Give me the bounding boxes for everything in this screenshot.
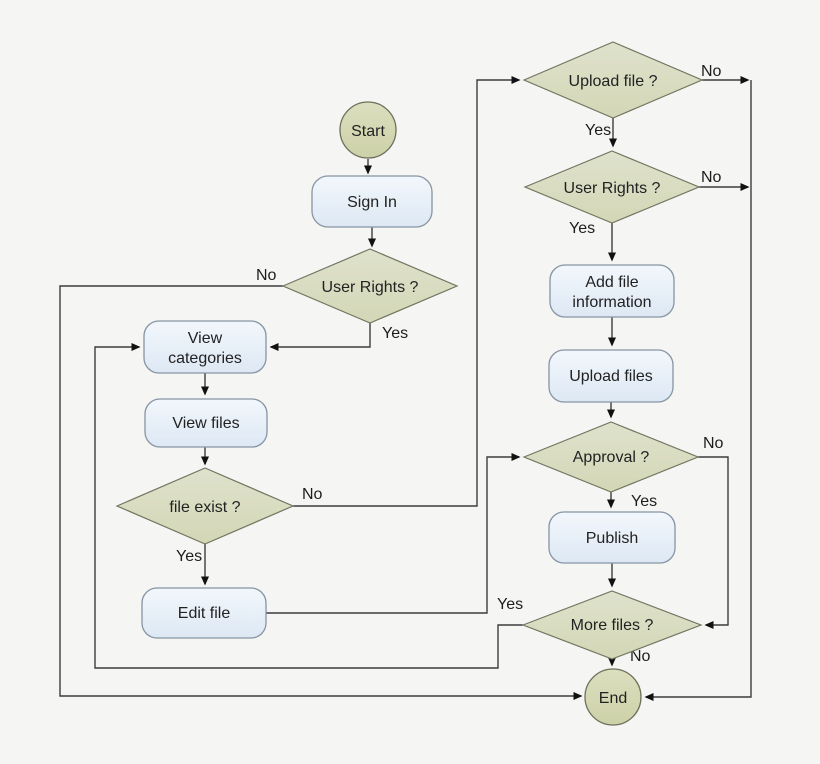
edge-labels: Yes No Yes No Yes No Yes No Yes No Yes N…	[176, 63, 724, 665]
file-exist-decision-shape	[115, 467, 295, 545]
publish-process-shape	[548, 511, 676, 564]
upload-files-process-shape	[548, 349, 674, 403]
edge-file-exist-no-to-upload-file	[293, 76, 521, 507]
node-edit-file-label: Edit file	[178, 605, 231, 622]
edge-more-files-yes-to-view-categories	[94, 343, 523, 669]
edge-label-more-files-yes: Yes	[497, 596, 523, 613]
start-terminator-shape	[339, 101, 397, 159]
edge-label-approval-no: No	[703, 435, 724, 452]
node-sign-in: Sign In	[311, 175, 433, 228]
sign-in-process-shape	[311, 175, 433, 228]
edge-user-rights-1-yes-to-view-categories	[269, 323, 371, 351]
edge-label-user-rights-1-no: No	[256, 267, 277, 284]
node-publish-label: Publish	[586, 530, 638, 547]
edge-label-file-exist-yes: Yes	[176, 548, 202, 565]
edge-user-rights-1-no-to-end	[59, 285, 583, 700]
node-edit-file: Edit file	[141, 587, 267, 639]
node-end: End	[584, 668, 642, 726]
node-file-exist: file exist ?	[115, 467, 295, 545]
node-user-rights-1-label: User Rights ?	[322, 279, 419, 296]
node-file-exist-label: file exist ?	[169, 499, 240, 516]
node-add-file-info-label-line1: Add file	[585, 274, 638, 291]
edge-label-file-exist-no: No	[302, 486, 323, 503]
edit-file-process-shape	[141, 587, 267, 639]
node-view-categories-label-line2: categories	[168, 350, 242, 367]
node-user-rights-1: User Rights ?	[281, 248, 459, 324]
node-end-label: End	[599, 690, 627, 707]
edge-label-user-rights-2-no: No	[701, 169, 722, 186]
node-start: Start	[339, 101, 397, 159]
node-more-files: More files ?	[521, 590, 703, 660]
edge-label-upload-file-no: No	[701, 63, 722, 80]
edge-edit-file-to-approval	[266, 453, 521, 614]
node-add-file-info: Add file information	[549, 264, 675, 318]
nodes: Start Sign In User Rights ? View categor…	[115, 41, 704, 726]
user-rights-2-decision-shape	[523, 150, 701, 224]
upload-file-decision-shape	[522, 41, 704, 119]
node-user-rights-2: User Rights ?	[523, 150, 701, 224]
node-publish: Publish	[548, 511, 676, 564]
node-sign-in-label: Sign In	[347, 194, 397, 211]
node-start-label: Start	[351, 123, 385, 140]
node-view-files: View files	[144, 398, 268, 448]
edge-label-approval-yes: Yes	[631, 493, 657, 510]
node-approval-label: Approval ?	[573, 449, 650, 466]
approval-decision-shape	[522, 421, 700, 493]
more-files-decision-shape	[521, 590, 703, 660]
edge-label-user-rights-1-yes: Yes	[382, 325, 408, 342]
edge-approval-no-to-more-files	[698, 456, 729, 629]
user-rights-1-decision-shape	[281, 248, 459, 324]
node-upload-files-label: Upload files	[569, 368, 653, 385]
node-add-file-info-label-line2: information	[572, 294, 651, 311]
edge-label-upload-file-yes: Yes	[585, 122, 611, 139]
edge-right-rail-to-end	[644, 80, 752, 701]
edges	[59, 76, 752, 701]
add-file-info-process-shape	[549, 264, 675, 318]
node-view-categories: View categories	[143, 320, 267, 374]
view-categories-process-shape	[143, 320, 267, 374]
node-more-files-label: More files ?	[571, 617, 654, 634]
node-view-files-label: View files	[172, 415, 239, 432]
node-view-categories-label-line1: View	[188, 330, 223, 347]
end-terminator-shape	[584, 668, 642, 726]
view-files-process-shape	[144, 398, 268, 448]
node-approval: Approval ?	[522, 421, 700, 493]
node-upload-files: Upload files	[548, 349, 674, 403]
edge-label-user-rights-2-yes: Yes	[569, 220, 595, 237]
edge-label-more-files-no: No	[630, 648, 651, 665]
node-upload-file-label: Upload file ?	[569, 73, 658, 90]
node-upload-file-question: Upload file ?	[522, 41, 704, 119]
node-user-rights-2-label: User Rights ?	[564, 180, 661, 197]
